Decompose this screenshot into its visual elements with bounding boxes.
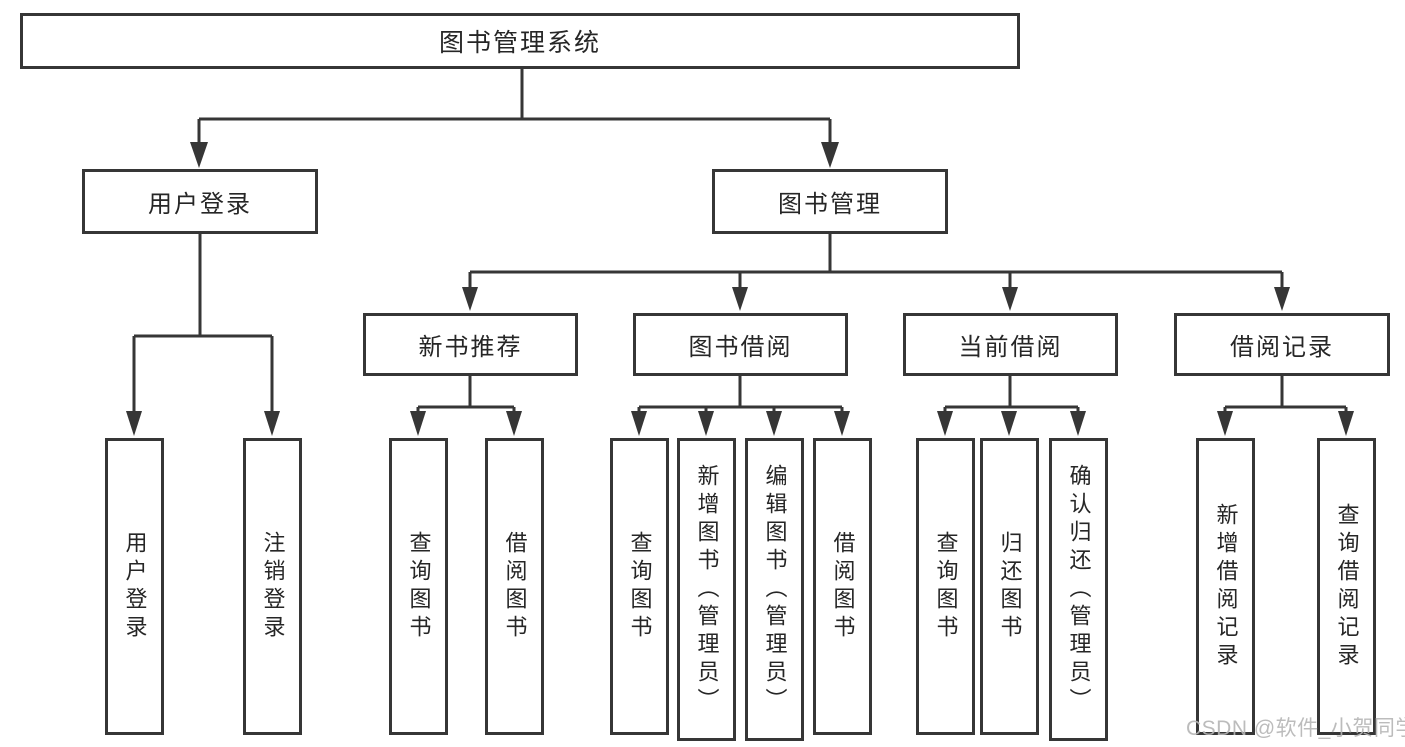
node-book-borrowing: 图书借阅 <box>633 313 848 376</box>
leaf-query-books: 查询图书 <box>389 438 448 735</box>
node-book-management: 图书管理 <box>712 169 948 234</box>
node-library-management-system: 图书管理系统 <box>20 13 1020 69</box>
node-new-book-recommend: 新书推荐 <box>363 313 578 376</box>
leaf-query-books: 查询图书 <box>610 438 669 735</box>
csdn-watermark: CSDN @软件_小贺同学 <box>1186 717 1405 740</box>
node-current-borrowing: 当前借阅 <box>903 313 1118 376</box>
leaf-query-borrow-record: 查询借阅记录 <box>1317 438 1376 735</box>
leaf-confirm-return-admin: 确认归还（管理员） <box>1049 438 1108 741</box>
leaf-add-books-admin: 新增图书（管理员） <box>677 438 736 741</box>
leaf-return-books: 归还图书 <box>980 438 1039 735</box>
node-borrowing-records: 借阅记录 <box>1174 313 1390 376</box>
leaf-query-books: 查询图书 <box>916 438 975 735</box>
leaf-borrow-books: 借阅图书 <box>813 438 872 735</box>
leaf-edit-books-admin: 编辑图书（管理员） <box>745 438 804 741</box>
node-user-login: 用户登录 <box>82 169 318 234</box>
leaf-user-login: 用户登录 <box>105 438 164 735</box>
leaf-add-borrow-record: 新增借阅记录 <box>1196 438 1255 735</box>
leaf-borrow-books: 借阅图书 <box>485 438 544 735</box>
leaf-logout: 注销登录 <box>243 438 302 735</box>
